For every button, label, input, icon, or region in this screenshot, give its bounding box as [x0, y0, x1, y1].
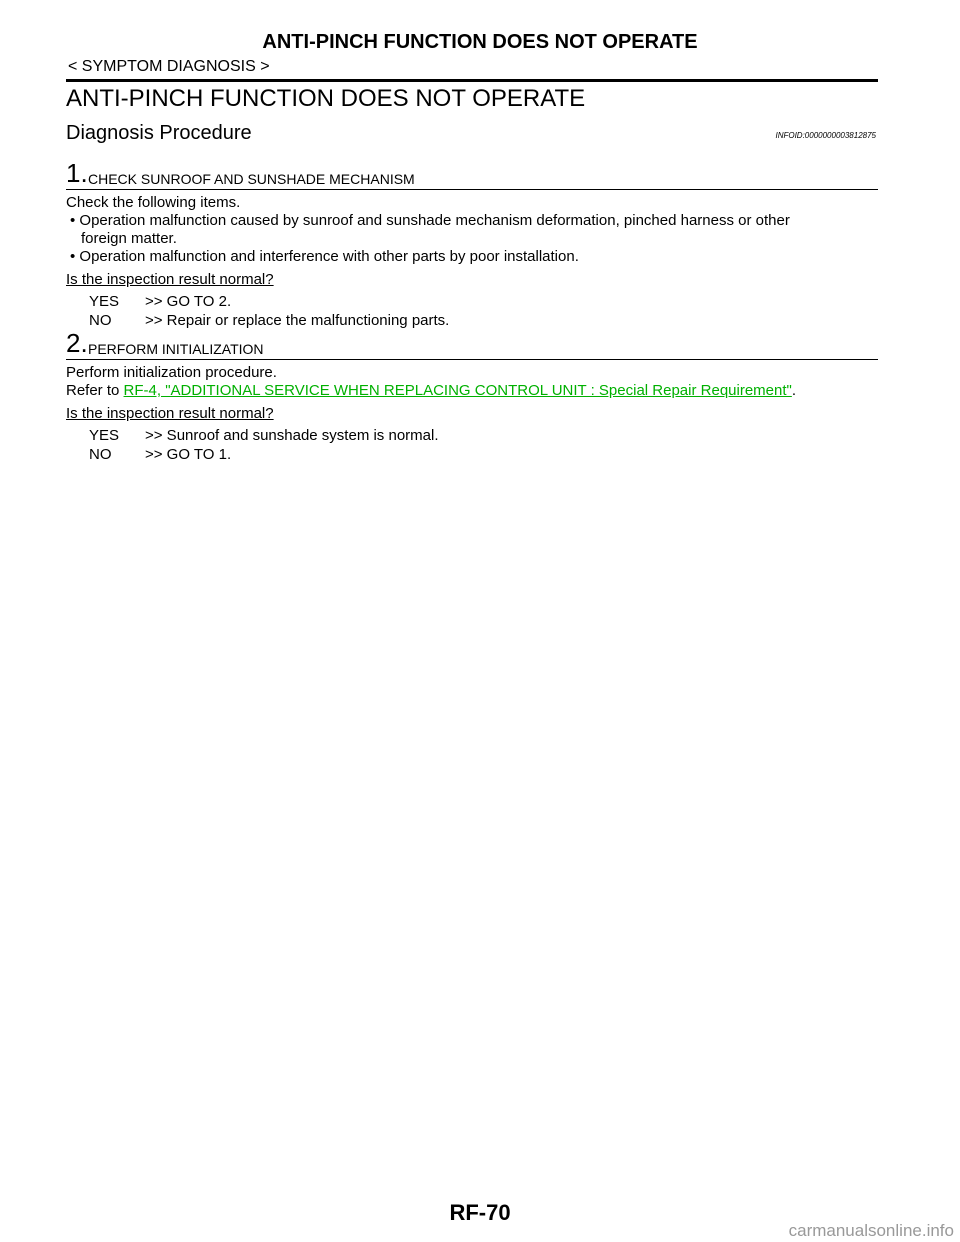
answer-text: >> Sunroof and sunshade system is normal…: [145, 427, 439, 444]
list-item: • Operation malfunction and interference…: [70, 248, 579, 265]
refer-line: Refer to RF-4, "ADDITIONAL SERVICE WHEN …: [66, 382, 796, 400]
answer-key: NO: [89, 446, 112, 463]
info-id: INFOID:0000000003812875: [775, 131, 876, 140]
list-item: • Operation malfunction caused by sunroo…: [70, 212, 790, 229]
subsection-header: Diagnosis Procedure INFOID:0000000003812…: [66, 121, 878, 147]
step-title: CHECK SUNROOF AND SUNSHADE MECHANISM: [88, 171, 415, 187]
page-number: RF-70: [449, 1200, 511, 1225]
answer-key: NO: [89, 312, 112, 329]
refer-prefix: Refer to: [66, 382, 124, 399]
answer-key: YES: [89, 427, 120, 444]
refer-suffix: .: [791, 382, 797, 399]
list-item-continuation: foreign matter.: [81, 230, 177, 247]
section-title: ANTI-PINCH FUNCTION DOES NOT OPERATE: [66, 85, 586, 112]
answer-key: YES: [89, 293, 120, 310]
answer-no: NO >> GO TO 1.: [89, 446, 231, 464]
subsection-title: Diagnosis Procedure: [66, 122, 252, 144]
step-1-intro: Check the following items.: [66, 194, 241, 211]
step-2-intro: Perform initialization procedure.: [66, 364, 277, 381]
answer-text: >> GO TO 2.: [145, 293, 232, 310]
reference-link[interactable]: RF-4, "ADDITIONAL SERVICE WHEN REPLACING…: [123, 382, 792, 399]
answer-text: >> Repair or replace the malfunctioning …: [145, 312, 450, 329]
answer-text: >> GO TO 1.: [145, 446, 232, 463]
watermark: carmanualsonline.info: [788, 1221, 954, 1240]
step-title: PERFORM INITIALIZATION: [88, 341, 264, 357]
answer-no: NO >> Repair or replace the malfunctionin…: [89, 312, 449, 330]
step-number: 2.: [66, 328, 88, 358]
step-2-header: 2. PERFORM INITIALIZATION: [66, 328, 878, 360]
answer-yes: YES >> GO TO 2.: [89, 293, 231, 311]
running-title: ANTI-PINCH FUNCTION DOES NOT OPERATE: [262, 31, 698, 53]
inspection-question: Is the inspection result normal?: [66, 405, 274, 422]
breadcrumb: < SYMPTOM DIAGNOSIS >: [68, 58, 270, 75]
step-number: 1.: [66, 158, 88, 188]
inspection-question: Is the inspection result normal?: [66, 271, 274, 288]
header-divider: [66, 79, 878, 82]
answer-yes: YES >> Sunroof and sunshade system is nor…: [89, 427, 439, 445]
step-1-header: 1. CHECK SUNROOF AND SUNSHADE MECHANISM: [66, 158, 878, 190]
